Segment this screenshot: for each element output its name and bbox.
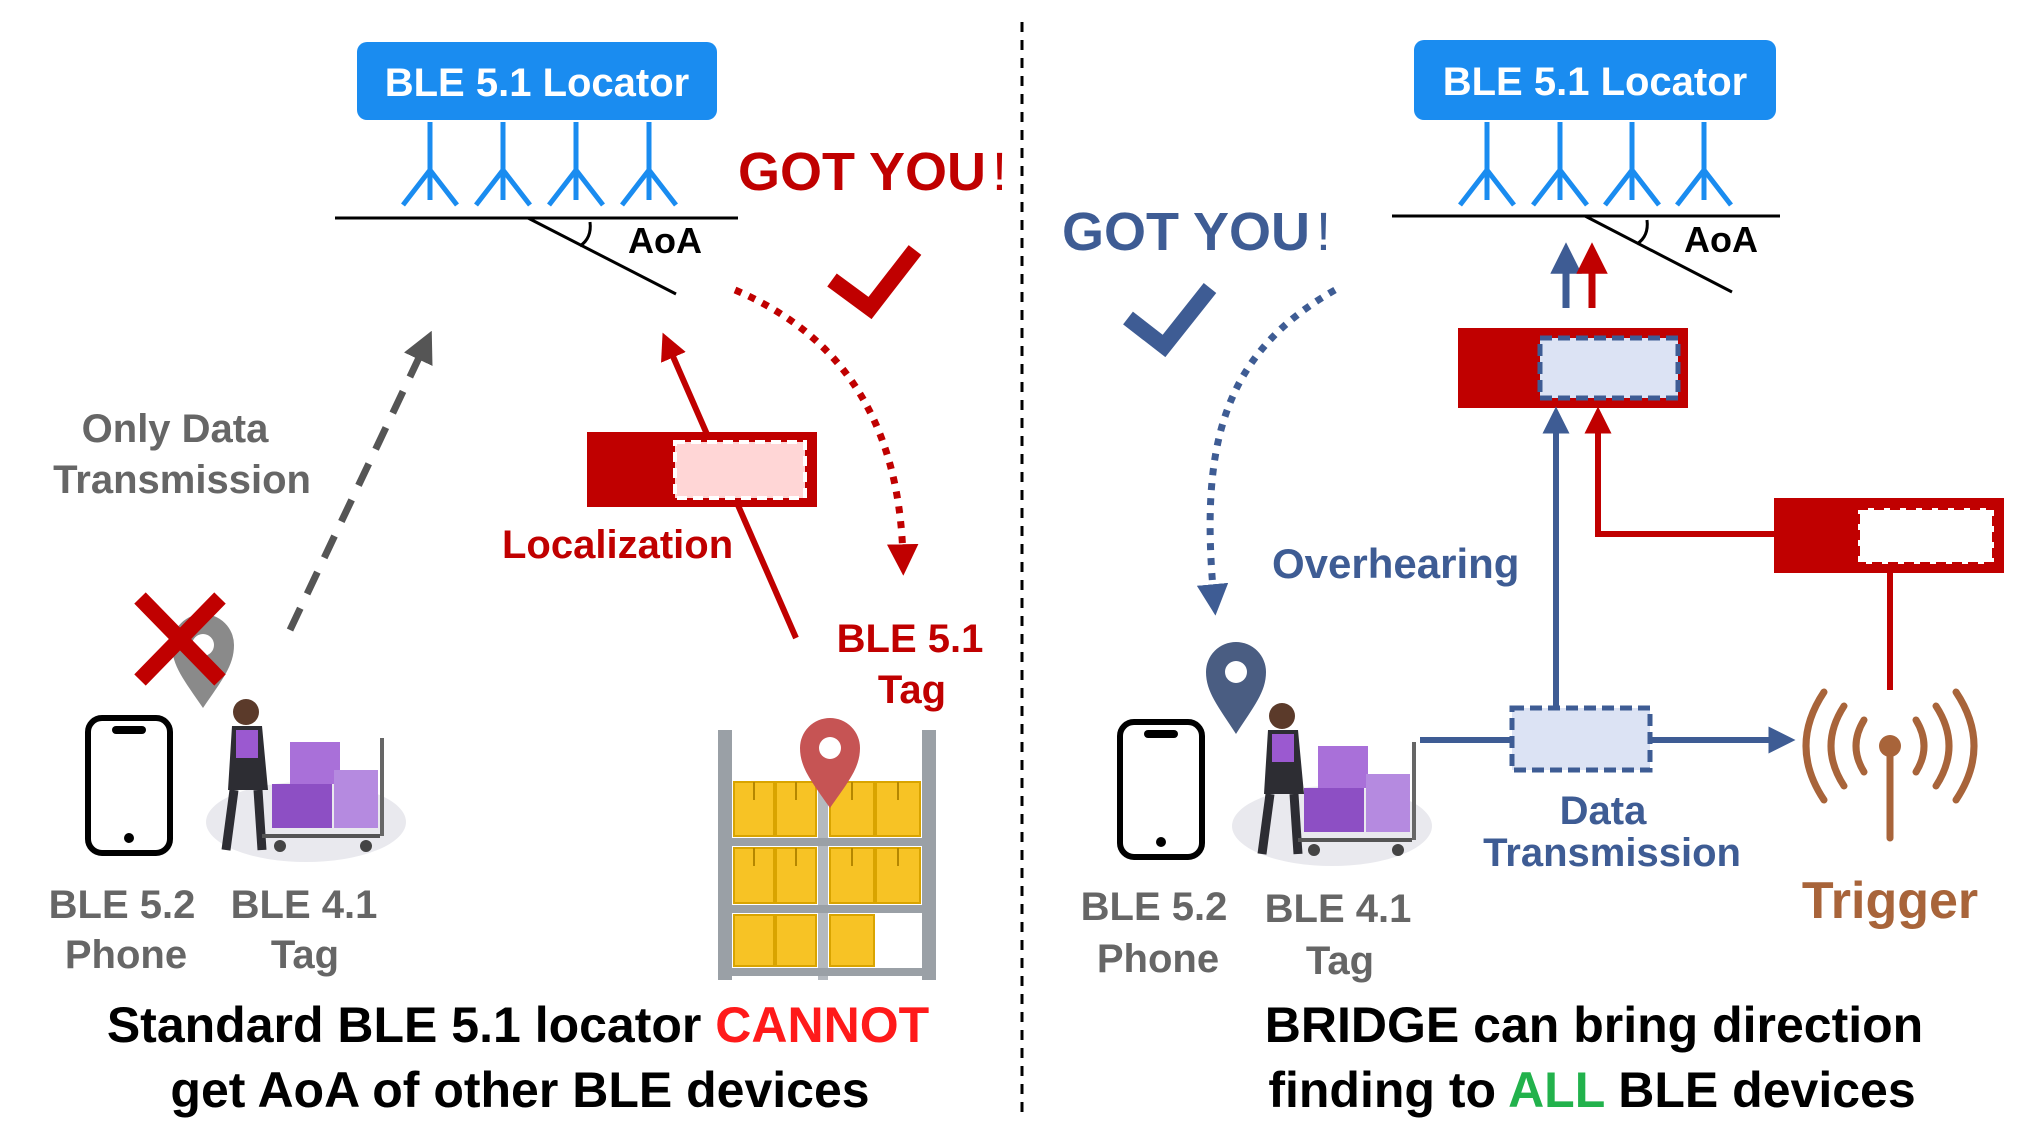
- navy-location-pin-icon: [1206, 642, 1266, 734]
- left-phone-icon: [85, 715, 173, 856]
- left-aoa-label: AoA: [628, 220, 702, 261]
- right-got-you: GOT YOU!: [1062, 202, 1331, 262]
- left-tag51-line2: Tag: [878, 668, 946, 712]
- left-checkmark-icon: [827, 245, 922, 320]
- right-worker-cart-icon: [1232, 703, 1432, 866]
- overhearing-label: Overhearing: [1272, 540, 1519, 587]
- left-data-dashed-arrow: [286, 330, 433, 632]
- right-panel: BLE 5.1 Locator AoA GOT YOU! Overhearing: [1062, 40, 2004, 1118]
- right-phone-line2: Phone: [1097, 937, 1219, 981]
- left-phone-line2: Phone: [65, 933, 187, 977]
- left-caption-line2: get AoA of other BLE devices: [170, 1062, 869, 1118]
- left-tag51-line1: BLE 5.1: [837, 617, 984, 661]
- left-got-you: GOT YOU!: [738, 142, 1007, 202]
- left-localization-label: Localization: [502, 523, 733, 567]
- data-tx-line1: Data: [1560, 789, 1647, 833]
- left-tag41-line1: BLE 4.1: [231, 883, 378, 927]
- right-feedback-dotted-arrow: [1196, 286, 1337, 616]
- left-antenna-array: [401, 122, 678, 207]
- red-x-icon: [134, 592, 226, 686]
- right-aoa-ray: [1584, 214, 1733, 294]
- right-tag41-line1: BLE 4.1: [1265, 887, 1412, 931]
- right-locator-label: BLE 5.1 Locator: [1443, 60, 1748, 104]
- right-combined-packet: [1458, 328, 1688, 408]
- left-phone-line1: BLE 5.2: [49, 883, 196, 927]
- location-pin-icon: [800, 718, 860, 808]
- left-ble51-packet: [587, 432, 817, 507]
- right-phone-icon: [1117, 719, 1205, 860]
- right-aoa-arc: [1636, 219, 1649, 246]
- left-feedback-dotted-arrow: [733, 286, 919, 576]
- right-aoa-label: AoA: [1684, 219, 1758, 260]
- left-only-data-line2: Transmission: [53, 458, 311, 502]
- trigger-path-arrow: [1584, 406, 1774, 537]
- left-panel: BLE 5.1 Locator AoA GOT YOU! Only Data T…: [49, 42, 1007, 1118]
- right-locator-badge: BLE 5.1 Locator: [1414, 40, 1776, 120]
- right-caption-line2: finding to ALL BLE devices: [1268, 1062, 1915, 1118]
- right-checkmark-icon: [1123, 283, 1217, 358]
- data-tx-line2: Transmission: [1483, 831, 1741, 875]
- data-tx-packet: [1509, 705, 1653, 773]
- right-phone-line1: BLE 5.2: [1081, 885, 1228, 929]
- trigger-label: Trigger: [1802, 872, 1978, 930]
- left-tag41-line2: Tag: [271, 933, 339, 977]
- left-locator-badge: BLE 5.1 Locator: [357, 42, 717, 120]
- right-caption-line1: BRIDGE can bring direction: [1265, 997, 1923, 1053]
- left-aoa-arc: [579, 221, 592, 248]
- right-tag41-line2: Tag: [1306, 939, 1374, 983]
- left-caption-line1: Standard BLE 5.1 locator CANNOT: [107, 997, 929, 1053]
- trigger-packet: [1774, 498, 2004, 573]
- shelf-with-boxes-icon: [718, 730, 936, 980]
- left-only-data-line1: Only Data: [82, 407, 269, 451]
- left-worker-cart-icon: [206, 699, 406, 862]
- left-aoa-ray: [527, 216, 677, 296]
- left-locator-label: BLE 5.1 Locator: [385, 61, 690, 105]
- right-antenna-array: [1458, 122, 1733, 207]
- trigger-antenna-icon: [1802, 688, 1978, 842]
